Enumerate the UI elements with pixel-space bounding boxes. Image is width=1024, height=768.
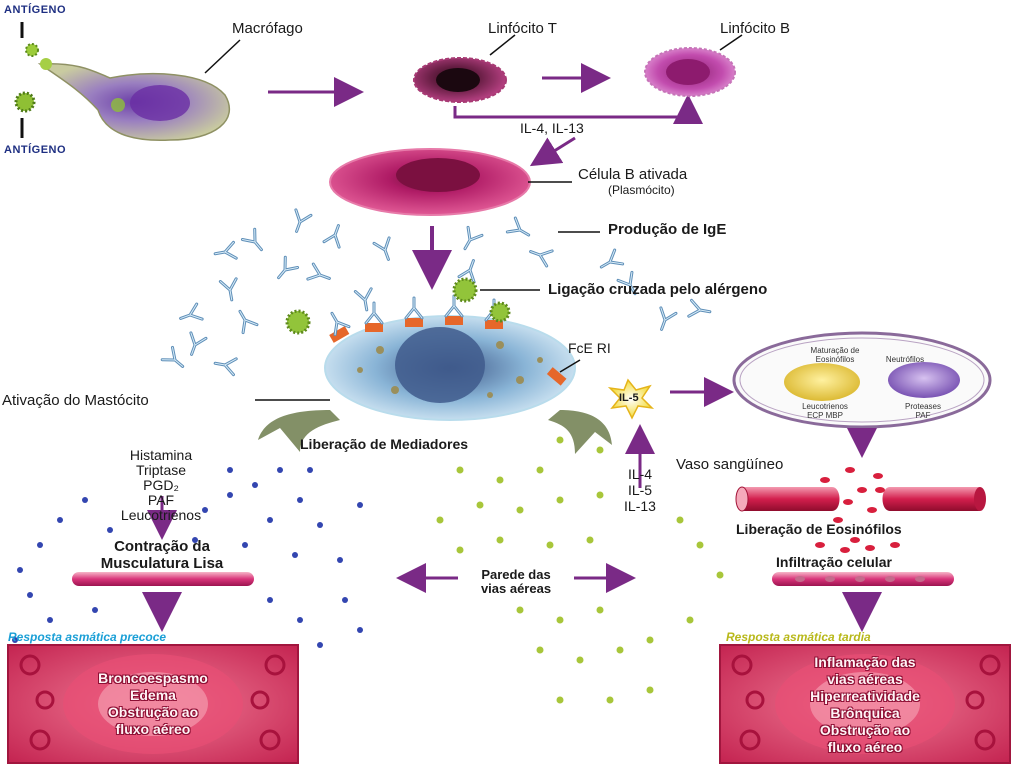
neutrophil-products: Proteases PAF (888, 402, 958, 420)
ige-production-label: Produção de IgE (608, 221, 727, 238)
neutrophil-product-1: Proteases (904, 402, 942, 411)
early-response-text: Broncoespasmo Edema Obstrução ao fluxo a… (28, 670, 278, 738)
mediator-list: Histamina Triptase PGD₂ PAF Leucotrienos (96, 448, 226, 523)
mediator-item: PGD₂ (143, 477, 179, 493)
early-response-label: Resposta asmática precoce (8, 630, 167, 644)
antigen-top (25, 43, 39, 57)
activated-b-cell-label: Célula B ativada (578, 166, 688, 183)
late-response-item: Inflamação das (814, 654, 916, 670)
plasma-cell (329, 148, 531, 216)
early-response-tissue (7, 644, 299, 764)
antigen-label-top: ANTÍGENO (4, 4, 67, 16)
early-response-item: Edema (130, 687, 176, 703)
smooth-muscle-tube (72, 572, 254, 586)
b-lymphocyte-cell (644, 47, 736, 97)
il5-star (607, 378, 655, 420)
maturation-title-line-2: Eosinófilos (815, 355, 855, 364)
early-response-item: Broncoespasmo (98, 670, 208, 686)
mediator-item: Triptase (135, 462, 187, 478)
mast-cell-activation-label: Ativação do Mastócito (2, 392, 149, 409)
cell-infiltration-label: Infiltração celular (776, 554, 892, 570)
interleukin-item: IL-4 (627, 466, 653, 482)
interleukin-item: IL-5 (627, 482, 653, 498)
mediator-item: Histamina (129, 447, 193, 463)
mediator-item: PAF (147, 492, 175, 508)
crosslinking-label: Ligação cruzada pelo alérgeno (548, 281, 768, 298)
blood-vessel (735, 486, 986, 512)
blood-vessel-label: Vaso sangüíneo (676, 456, 784, 473)
mediator-dots-blue (12, 467, 363, 648)
antigen-label-bottom: ANTÍGENO (4, 144, 67, 156)
late-response-item: Brônquica (830, 705, 900, 721)
early-response-item: fluxo aéreo (115, 721, 191, 737)
antigen-bottom (14, 91, 36, 113)
fce-ri-label: FcE RI (568, 340, 611, 356)
airway-wall-label: Parede das vias aéreas (456, 568, 576, 596)
mediator-item: Leucotrienos (120, 507, 202, 523)
macrophage-cell (37, 58, 231, 141)
airway-wall-line-2: vias aéreas (480, 581, 552, 596)
mediator-release-label: Liberação de Mediadores (300, 436, 469, 452)
late-response-label: Resposta asmática tardia (726, 630, 871, 644)
muscle-contraction-line-2: Musculatura Lisa (100, 555, 224, 572)
t-lymphocyte-label: Linfócito T (488, 20, 557, 37)
b-lymphocyte-label: Linfócito B (720, 20, 791, 37)
eosinophil-product-2: ECP MBP (807, 411, 843, 420)
late-response-item: vias aéreas (827, 671, 903, 687)
eosinophil-products: Leucotrienos ECP MBP (790, 402, 860, 420)
macrophage-label: Macrófago (232, 20, 303, 37)
late-response-tissue (719, 644, 1011, 764)
plasmocyte-label: (Plasmócito) (608, 183, 675, 197)
il4-il13-label: IL-4, IL-13 (520, 120, 584, 136)
maturation-eos-title: Maturação de Eosinófilos (800, 346, 870, 364)
interleukin-item: IL-13 (624, 498, 656, 514)
neutrophil-product-2: PAF (915, 411, 931, 420)
late-response-item: Hiperreatividade (810, 688, 920, 704)
eosinophil-product-1: Leucotrienos (802, 402, 848, 411)
early-response-item: Obstrução ao (107, 704, 199, 720)
il5-star-label: IL-5 (619, 392, 639, 404)
eosinophil-release-label: Liberação de Eosinófilos (736, 521, 902, 537)
mediator-dots-green (436, 436, 724, 704)
t-lymphocyte-cell (413, 57, 507, 103)
interleukin-list: IL-4 IL-5 IL-13 (612, 466, 668, 514)
mast-cell (323, 294, 576, 421)
muscle-contraction-line-1: Contração da (114, 538, 210, 555)
muscle-contraction-label: Contração da Musculatura Lisa (62, 538, 262, 572)
maturation-panel (732, 331, 992, 429)
maturation-neu-title: Neutrófilos (885, 355, 925, 364)
eosinophil-particles (815, 467, 900, 553)
late-response-text: Inflamação das vias aéreas Hiperreativid… (740, 654, 990, 756)
infiltration-tube (772, 572, 954, 586)
maturation-title-line-1: Maturação de (810, 346, 860, 355)
airway-wall-line-1: Parede das (481, 567, 551, 582)
late-response-item: fluxo aéreo (827, 739, 903, 755)
late-response-item: Obstrução ao (819, 722, 911, 738)
